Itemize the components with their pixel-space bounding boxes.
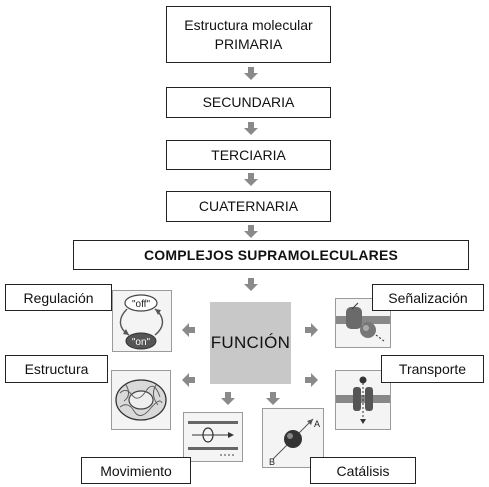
tertiary-label: TERCIARIA <box>211 146 286 163</box>
down-arrow-2 <box>244 122 258 135</box>
secondary-structure-box: SECUNDARIA <box>166 87 331 118</box>
tertiary-structure-box: TERCIARIA <box>166 140 331 170</box>
down-arrow-4 <box>244 225 258 238</box>
arrow-to-movement <box>221 392 235 405</box>
transport-label: Transporte <box>398 361 467 377</box>
catalysis-label: Catálisis <box>336 462 390 479</box>
primary-line2: PRIMARIA <box>214 35 283 52</box>
primary-structure-box: Estructura molecular PRIMARIA <box>166 6 331 63</box>
movement-label-box: Movimiento <box>81 457 191 484</box>
down-arrow-1 <box>244 67 258 80</box>
arrow-to-structure <box>182 373 195 387</box>
secondary-label: SECUNDARIA <box>202 94 295 111</box>
transport-label-box: Transporte <box>381 355 484 383</box>
arrow-to-transport <box>305 373 318 387</box>
regulation-icon: "off" "on" <box>112 290 172 352</box>
signaling-icon <box>335 298 391 348</box>
regulation-label-box: Regulación <box>5 284 112 311</box>
structure-label: Estructura <box>24 361 89 377</box>
movement-label: Movimiento <box>100 462 172 479</box>
supramolecular-complexes-box: COMPLEJOS SUPRAMOLECULARES <box>73 240 469 270</box>
supramolecular-label: COMPLEJOS SUPRAMOLECULARES <box>143 246 399 263</box>
down-arrow-3 <box>244 173 258 186</box>
function-label: FUNCIÓN <box>210 333 291 352</box>
on-state-text: "on" <box>132 337 151 348</box>
movement-icon <box>183 412 243 462</box>
quaternary-label: CUATERNARIA <box>198 198 299 215</box>
catalysis-label-box: Catálisis <box>310 457 416 484</box>
catalysis-a-label: A <box>314 419 320 429</box>
arrow-to-catalysis <box>266 392 280 405</box>
down-arrow-5 <box>244 278 258 291</box>
signaling-label-box: Señalización <box>372 284 484 311</box>
arrow-to-signaling <box>305 323 318 337</box>
structure-icon <box>111 370 171 430</box>
catalysis-b-label: B <box>269 457 275 467</box>
structure-label-box: Estructura <box>5 355 108 383</box>
off-state-text: "off" <box>132 299 150 310</box>
function-center-box: FUNCIÓN <box>210 302 291 384</box>
regulation-label: Regulación <box>23 289 94 306</box>
quaternary-structure-box: CUATERNARIA <box>166 191 331 222</box>
arrow-to-regulation <box>182 323 195 337</box>
signaling-label: Señalización <box>388 289 468 306</box>
primary-line1: Estructura molecular <box>184 16 313 33</box>
